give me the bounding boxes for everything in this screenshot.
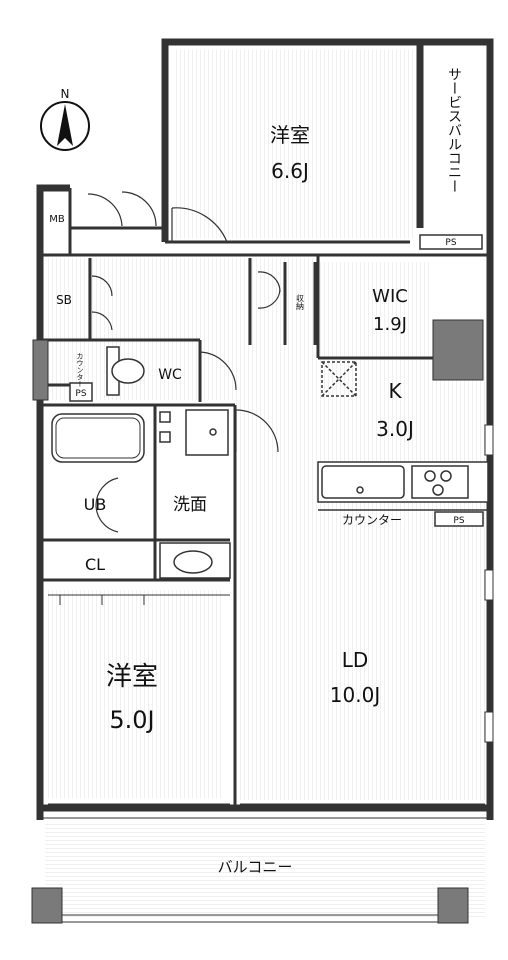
counter-small-label: カウンター [76,353,84,388]
kitchen-size: 3.0J [376,417,414,441]
compass-ring [40,101,90,151]
sb-label: SB [56,293,72,307]
counter-label: カウンター [342,513,402,527]
balcony-label: バルコニー [218,858,293,876]
storage-label: 収納 [296,293,305,311]
structural-columns [31,319,484,924]
closet-marks [48,100,423,605]
fixtures [51,234,489,579]
western1-size: 6.6J [271,159,309,183]
balcony-floor [45,822,485,917]
interior-walls [40,188,490,805]
ld-size: 10.0J [330,683,380,707]
room-western2-floor [48,590,223,798]
wic-floor [320,262,430,357]
doors [87,191,281,533]
western2-name: 洋室 [106,662,158,692]
ps-top-label: PS [445,238,456,248]
compass-north-label: N [61,87,70,101]
service-balcony-label: サービスバルコニー [446,67,462,193]
ub-label: UB [84,495,107,514]
ps-left-label: PS [75,389,86,399]
toilet-bowl [111,358,145,384]
western1-name: 洋室 [270,123,310,147]
laundry-pan [185,409,229,456]
compass: N [40,87,90,151]
ld-name: LD [342,648,369,672]
ps-kitchen-label: PS [453,516,464,526]
fridge-space [321,361,357,397]
outer-walls [36,38,494,820]
mb-label: MB [49,214,65,225]
windows [40,803,490,923]
wc-label: WC [158,367,182,383]
bathtub [51,413,145,463]
room-labels: 洋室 6.6J サービスバルコニー MB SB 収納 PS WIC 1.9J カ… [49,67,465,876]
wic-size: 1.9J [373,314,407,335]
western2-size: 5.0J [109,706,154,734]
compass-arrow-icon [57,104,73,146]
wash-label: 洗面 [173,495,207,515]
wic-name: WIC [372,286,408,307]
ld-floor [235,360,485,800]
room-western1-floor [175,50,415,238]
cl-label: CL [85,555,105,574]
kitchen-name: K [388,379,402,403]
right-windows [484,424,494,743]
